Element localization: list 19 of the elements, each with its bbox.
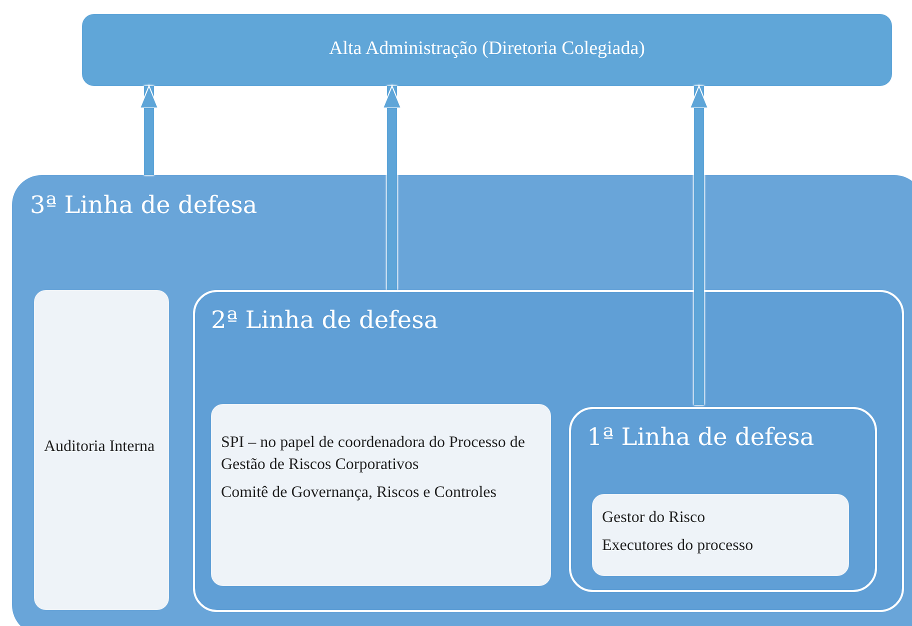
role-text: SPI – no papel de coordenadora do Processo de Gestão de Riscos Corporativos xyxy=(221,433,526,475)
role-card xyxy=(592,494,849,576)
heading: Alta Administração (Diretoria Colegiada) xyxy=(328,38,646,60)
panel-heading: 3ª Linha de defesa xyxy=(30,191,258,219)
role-text: Auditoria Interna xyxy=(44,437,156,457)
arrow xyxy=(140,86,158,175)
arrow xyxy=(382,86,402,290)
defense-line-panel xyxy=(569,407,877,592)
defense-line-panel xyxy=(193,290,904,612)
role-text: Gestor do Risco xyxy=(602,508,706,528)
role-card xyxy=(34,290,169,610)
role-text: Comitê de Governança, Riscos e Controles xyxy=(221,483,498,503)
role-card xyxy=(211,404,551,586)
panel-heading: 1ª Linha de defesa xyxy=(587,423,814,451)
defense-line-panel xyxy=(12,175,912,626)
title-box xyxy=(82,14,892,86)
panel-heading: 2ª Linha de defesa xyxy=(211,306,438,334)
role-text: Executores do processo xyxy=(602,536,754,556)
arrow xyxy=(690,86,708,405)
